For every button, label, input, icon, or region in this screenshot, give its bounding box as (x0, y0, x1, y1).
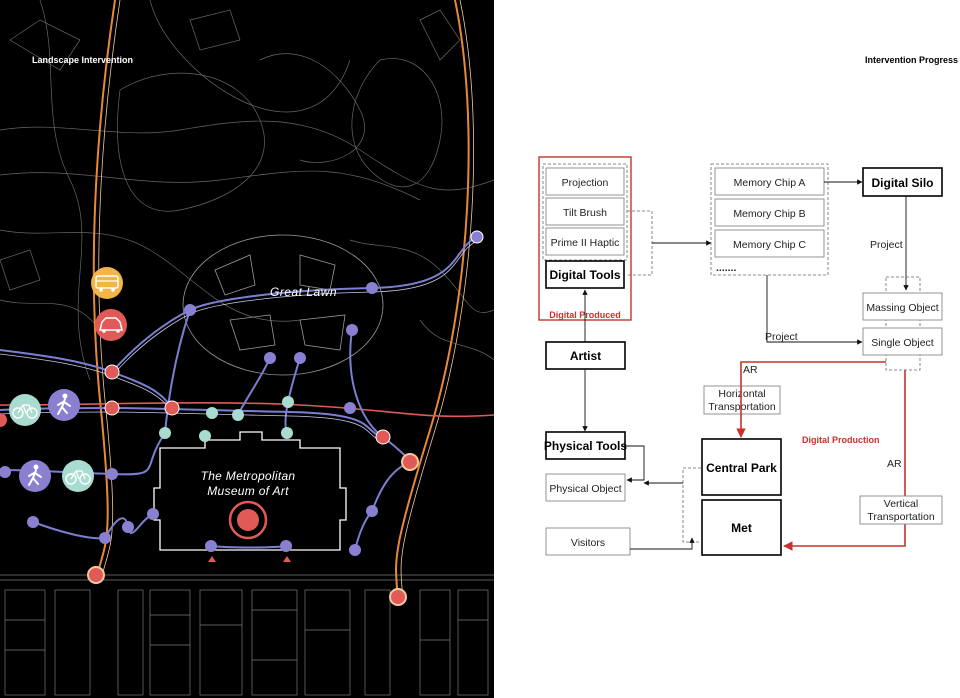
flow-title: Intervention Progress (865, 55, 958, 65)
physical-tools-box: Physical Tools (544, 431, 627, 460)
orange-routes (0, 0, 494, 601)
landscape-map: Landscape Intervention Great Lawn The Me… (0, 0, 494, 698)
museum-label-line1: The Metropolitan (201, 469, 296, 483)
memory-chip-b-box: Memory Chip B (714, 198, 825, 227)
horizontal-transport-box: Horizontal Transportation (703, 385, 781, 415)
museum-footprint (153, 431, 347, 551)
edge-tools-to-object (625, 445, 645, 483)
digital-tools-box: Digital Tools (545, 260, 625, 289)
central-park-box: Central Park (701, 438, 782, 496)
object-group-frame (885, 276, 921, 371)
prime-haptic-label: Prime II Haptic (551, 237, 620, 249)
vertical-transport-box: Vertical Transportation (859, 495, 943, 525)
memory-group-frame (710, 163, 829, 276)
ar-vertical-label: AR (887, 458, 902, 470)
great-lawn-area (182, 234, 384, 376)
great-lawn-label: Great Lawn (270, 285, 337, 299)
tilt-brush-label: Tilt Brush (563, 207, 607, 219)
pedestrian-icon (48, 389, 80, 421)
edge-ar-horizontal (736, 361, 886, 438)
digital-silo-box: Digital Silo (862, 167, 943, 197)
digital-silo-label: Digital Silo (871, 176, 933, 190)
edge-ar-vertical (783, 370, 906, 551)
physical-tools-label: Physical Tools (544, 439, 627, 453)
memory-chip-a-box: Memory Chip A (714, 167, 825, 196)
prime-haptic-box: Prime II Haptic (545, 227, 625, 256)
museum-marker (208, 500, 291, 562)
digital-tools-label: Digital Tools (549, 268, 620, 282)
projection-label: Projection (562, 177, 609, 189)
visitors-box: Visitors (545, 527, 631, 556)
vertical-transport-line2: Transportation (867, 511, 934, 523)
bicycle-icon-2 (62, 460, 94, 492)
massing-object-label: Massing Object (866, 302, 938, 314)
memory-chip-a-label: Memory Chip A (734, 177, 806, 189)
memory-more-label: ....... (716, 262, 737, 274)
route-nodes (0, 230, 484, 606)
digital-production-label: Digital Production (802, 435, 880, 445)
museum-label-line2: Museum of Art (207, 484, 289, 498)
artist-box: Artist (545, 341, 626, 370)
park-paths (0, 0, 494, 381)
physical-object-box: Physical Object (545, 473, 626, 502)
edge-memory-to-single (766, 275, 863, 345)
city-grid (0, 574, 494, 696)
park-met-frame-left (682, 467, 701, 543)
map-title: Landscape Intervention (32, 55, 133, 65)
horizontal-transport-line2: Transportation (708, 401, 775, 413)
edge-visitors-to-met (630, 537, 695, 550)
single-object-box: Single Object (862, 327, 943, 356)
physical-object-label: Physical Object (549, 483, 621, 495)
bus-icon (91, 267, 123, 299)
project-silo-label: Project (870, 239, 903, 251)
bicycle-icon (9, 394, 41, 426)
vertical-transport-line1: Vertical (884, 498, 918, 510)
memory-chip-c-box: Memory Chip C (714, 229, 825, 258)
intervention-flow: Intervention Progress Projection Tilt Br… (538, 55, 958, 556)
car-icon (95, 309, 127, 341)
single-object-label: Single Object (871, 337, 934, 349)
met-label: Met (731, 521, 752, 535)
pedestrian-icon-2 (19, 460, 51, 492)
project-chips-label: Project (765, 331, 798, 343)
projection-box: Projection (545, 167, 625, 196)
memory-chip-c-label: Memory Chip C (733, 239, 806, 251)
central-park-label: Central Park (706, 461, 777, 475)
ar-horizontal-label: AR (743, 364, 758, 376)
memory-chip-b-label: Memory Chip B (733, 208, 805, 220)
artist-label: Artist (570, 349, 601, 363)
visitors-label: Visitors (571, 537, 605, 549)
partial-node (0, 413, 7, 427)
tilt-brush-box: Tilt Brush (545, 197, 625, 226)
met-box: Met (701, 499, 782, 556)
massing-object-box: Massing Object (862, 292, 943, 321)
digital-tool-group-frame (542, 163, 628, 261)
horizontal-transport-line1: Horizontal (718, 388, 765, 400)
